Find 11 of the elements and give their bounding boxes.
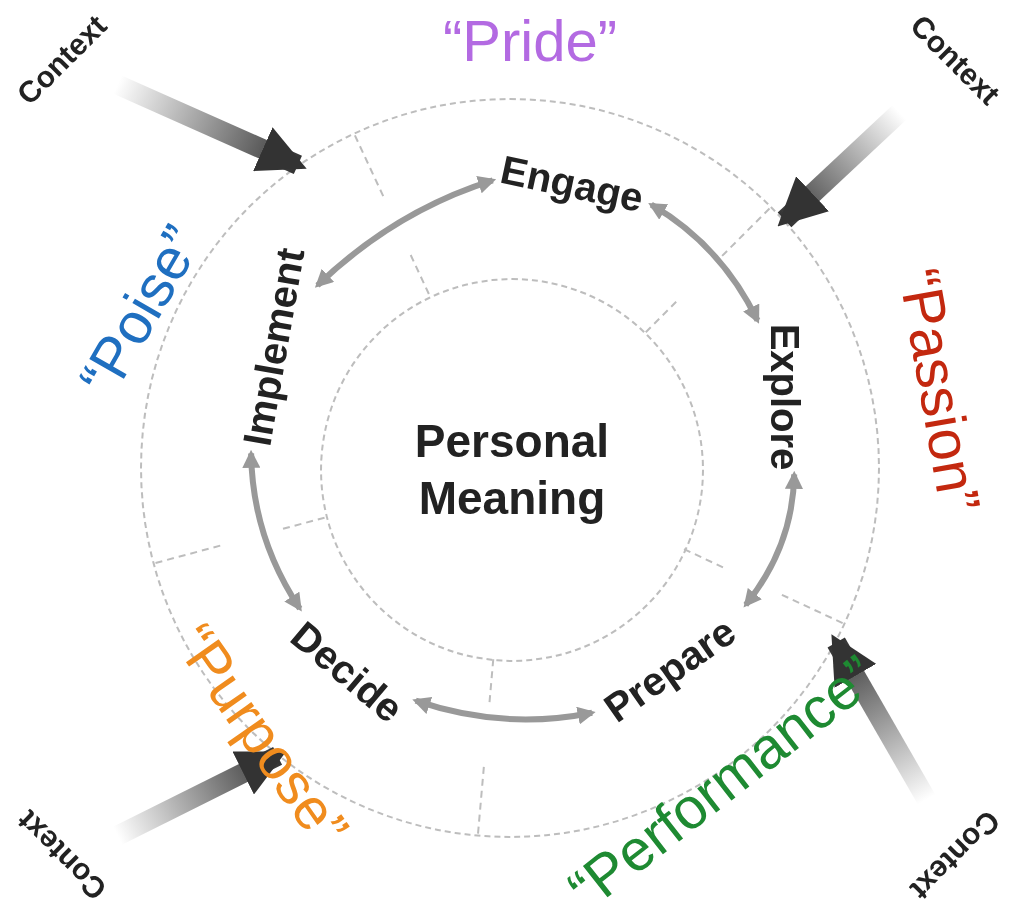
stage-label: Explore (761, 323, 807, 471)
double-arrow (648, 202, 761, 324)
double-arrow (412, 696, 596, 725)
stage-label: Engage (496, 146, 648, 222)
double-arrow (242, 449, 303, 612)
center-label: Personal Meaning (413, 413, 611, 526)
stage-label: Implement (234, 244, 314, 450)
double-arrow (743, 470, 803, 608)
quoted-word: “Passion” (885, 263, 995, 517)
quoted-word: “Pride” (443, 6, 617, 74)
double-arrow (314, 176, 497, 288)
